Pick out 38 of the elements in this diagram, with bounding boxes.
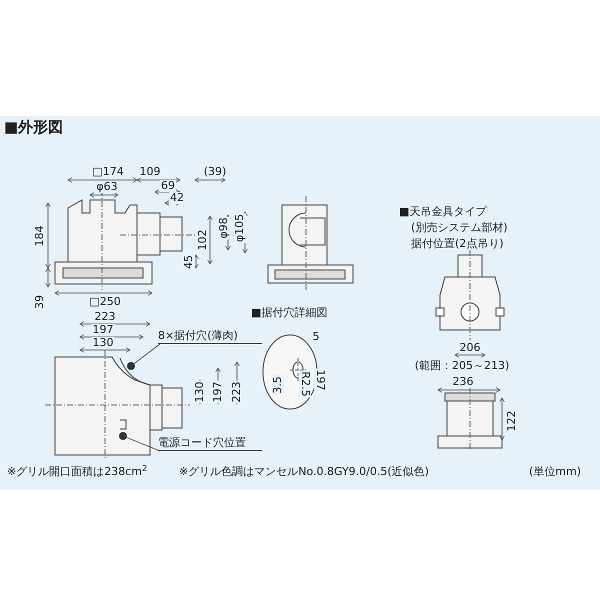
dimension-label: φ105: [234, 212, 246, 244]
dimension-label: 223: [231, 380, 243, 404]
dimension-label: 5: [312, 331, 320, 343]
dimension-label: (39): [202, 166, 228, 178]
callout-text: 8×据付穴(薄肉): [158, 329, 262, 344]
dimension-label: 223: [94, 311, 116, 323]
leader-line: [134, 344, 160, 364]
dimension-label: (別売システム部材): [410, 222, 509, 234]
dimension-label: 109: [138, 166, 162, 178]
section-heading: ■外形図: [4, 120, 64, 135]
dimension-label: 236: [452, 376, 474, 388]
dimension-label: R2.5: [299, 370, 311, 398]
dimension-label: ■天吊金具タイプ: [398, 206, 488, 218]
dimension-label: 184: [34, 224, 46, 248]
dimension-label: 197: [314, 368, 326, 392]
dimension-label: φ63: [95, 181, 119, 193]
dimension-label: 130: [92, 337, 114, 349]
dimension-label: 3.5: [272, 375, 284, 395]
dimension-label: 据付位置(2点吊り): [410, 238, 505, 250]
dimension-label: 45: [183, 254, 195, 270]
dimension-label: 197: [92, 324, 114, 336]
dimension-label: ■据付穴詳細図: [250, 307, 328, 319]
dimension-label: φ98: [218, 216, 230, 240]
dimension-label: 102: [197, 228, 209, 252]
dimension-label: 39: [34, 294, 46, 310]
dimension-label: ※グリル色調はマンセルNo.0.8GY9.0/0.5(近似色): [178, 466, 430, 478]
callout-text: 電源コード穴位置: [158, 436, 262, 451]
dimension-label: (単位mm): [528, 466, 582, 478]
dimension-label: □250: [88, 296, 122, 308]
dimension-label: ※グリル開口面積は238cm$^{2}$: [6, 466, 148, 478]
dimension-label: 206: [458, 342, 482, 354]
dimension-label: □174: [91, 166, 125, 178]
dimension-label: 197: [212, 380, 224, 404]
dimension-label: 42: [169, 192, 185, 204]
dimension-label: 130: [194, 380, 206, 404]
dimension-label: 69: [160, 180, 176, 192]
dimension-label: 122: [506, 410, 518, 432]
dimension-label: (範囲：205～213): [414, 360, 510, 372]
